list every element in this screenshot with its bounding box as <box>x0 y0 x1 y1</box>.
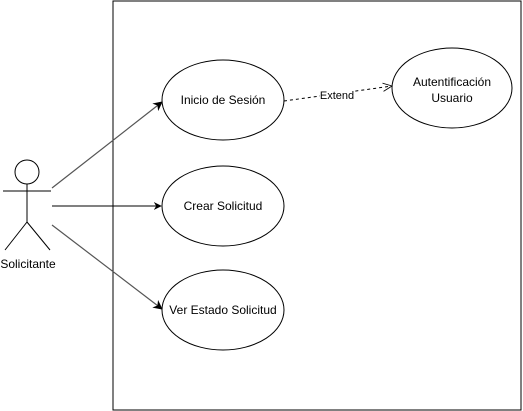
use-case-status[interactable]: Ver Estado Solicitud <box>161 269 285 351</box>
use-case-create-label: Crear Solicitud <box>184 199 263 213</box>
actor-solicitante[interactable]: Solicitante <box>0 159 56 271</box>
actor-head <box>14 159 40 185</box>
use-case-login-shape <box>161 59 285 141</box>
use-case-login-label: Inicio de Sesión <box>181 93 266 107</box>
actor-label: Solicitante <box>0 257 56 271</box>
use-case-login[interactable]: Inicio de Sesión <box>161 59 285 141</box>
use-case-auth-label-line2: Usuario <box>431 91 473 105</box>
extend-label: Extend <box>320 90 354 102</box>
use-case-status-shape <box>161 269 285 351</box>
use-case-auth-label-line1: Autentificación <box>413 75 491 89</box>
use-case-create[interactable]: Crear Solicitud <box>161 165 285 247</box>
use-case-create-shape <box>161 165 285 247</box>
association-login <box>51 101 163 189</box>
use-case-auth-shape <box>391 47 513 129</box>
extend-label-bg <box>320 89 354 101</box>
use-case-auth[interactable]: Autentificación Usuario <box>391 47 513 129</box>
use-case-status-label: Ver Estado Solicitud <box>169 303 276 317</box>
association-status <box>51 224 163 310</box>
actor-left-leg <box>4 221 28 251</box>
actor-right-leg <box>26 221 51 251</box>
